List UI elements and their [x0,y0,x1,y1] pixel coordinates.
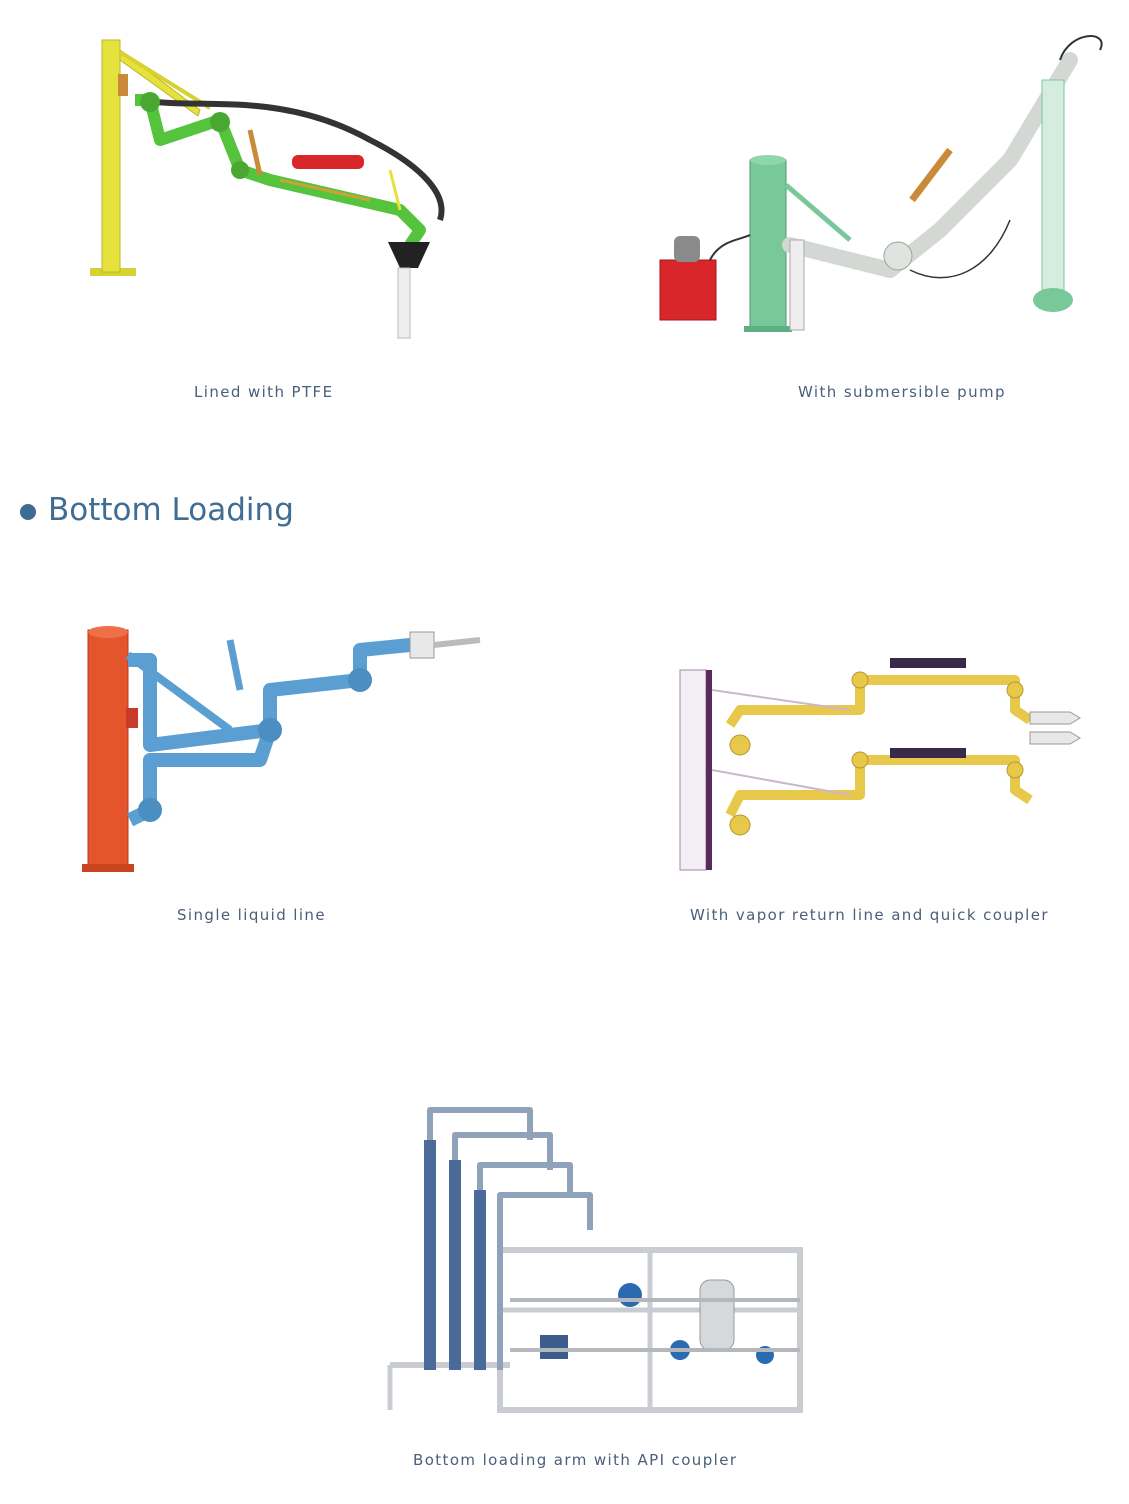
caption-submersible: With submersible pump [798,383,1006,401]
single-liquid-line-illustration [82,626,481,872]
figure-api-coupler [380,1100,810,1420]
bullet-icon [20,504,36,520]
figure-vapor-return [670,650,1100,880]
caption-ptfe: Lined with PTFE [194,383,334,401]
caption-vapor-return: With vapor return line and quick coupler [690,906,1049,924]
caption-single-liquid: Single liquid line [177,906,326,924]
api-coupler-skid-illustration [387,1107,803,1413]
submersible-pump-arm-illustration [659,35,1103,332]
caption-api-coupler: Bottom loading arm with API coupler [413,1451,738,1469]
figure-single-liquid [70,610,510,880]
figure-ptfe [80,30,470,350]
vapor-return-line-illustration [679,658,1081,871]
section-heading: Bottom Loading [20,492,294,528]
section-title: Bottom Loading [48,492,294,528]
figure-submersible [650,20,1120,340]
ptfe-loading-arm-illustration [90,39,445,339]
